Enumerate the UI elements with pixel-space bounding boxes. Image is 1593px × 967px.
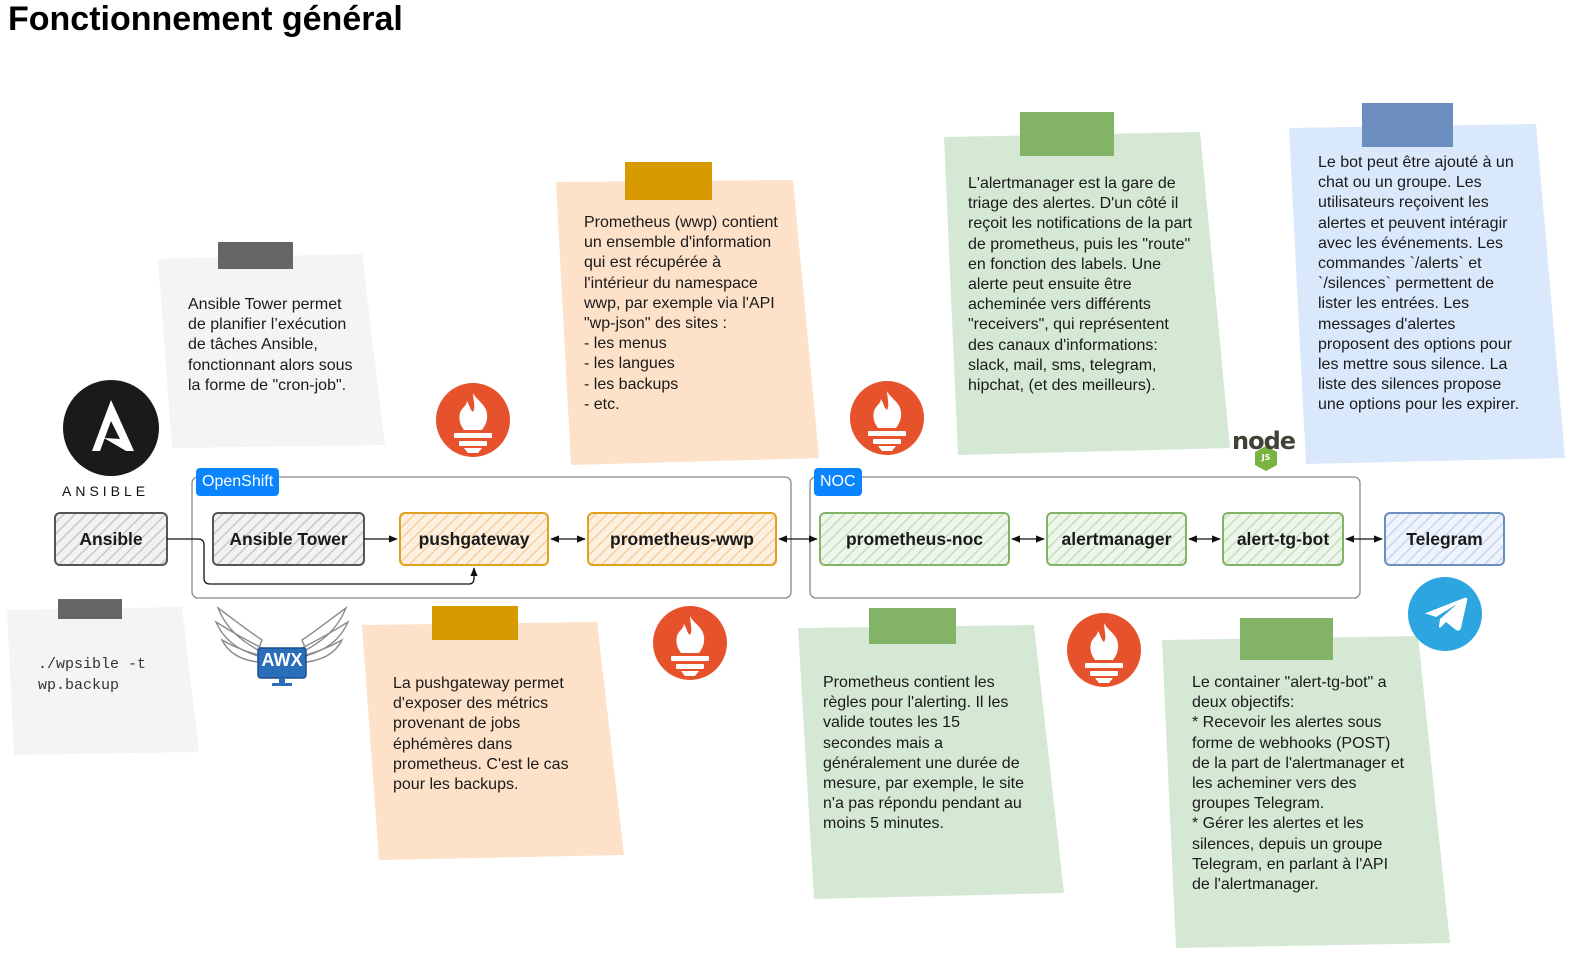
node-box-alert-tg-bot xyxy=(1222,512,1344,566)
node-alert-tg-bot[interactable]: alert-tg-bot xyxy=(1236,528,1330,549)
connectors xyxy=(167,535,1383,585)
ansible-logo-wordmark: ANSIBLE xyxy=(62,483,150,499)
node-ansible-tower[interactable]: Ansible Tower xyxy=(229,528,348,549)
node-alertmanager[interactable]: alertmanager xyxy=(1061,528,1172,549)
note-alert-tg-bot-text: Le container "alert-tg-bot" a deux objec… xyxy=(1192,674,1405,894)
node-telegram[interactable]: Telegram xyxy=(1406,528,1483,549)
awx-logo-text: AWX xyxy=(261,650,303,670)
edge-ansible-tower xyxy=(167,538,478,585)
sticky-note-ansible-tower xyxy=(158,242,385,448)
node-box-alertmanager xyxy=(1046,512,1187,566)
node-box-pushgateway xyxy=(399,512,549,566)
note-prometheus-noc-text: Prometheus contient les règles pour l'al… xyxy=(823,674,1024,833)
sticky-note-prometheus-noc xyxy=(798,608,1064,899)
note-alertmanager-text: L'alertmanager est la gare de triage des… xyxy=(968,175,1193,395)
group-label-noc: NOC xyxy=(814,468,862,496)
sticky-note-wpsible xyxy=(7,599,199,755)
prometheus-logo-icon xyxy=(850,381,924,455)
nodejs-logo-icon xyxy=(1255,446,1277,471)
prometheus-logo-icon xyxy=(653,606,727,680)
ansible-logo-icon xyxy=(63,380,159,476)
telegram-logo-icon xyxy=(1408,577,1482,651)
node-box-prometheus-wwp xyxy=(587,512,777,566)
page-title: Fonctionnement général xyxy=(8,0,403,38)
note-pushgateway-text: La pushgateway permet d'exposer des métr… xyxy=(393,675,569,794)
sticky-note-pushgateway xyxy=(362,606,624,860)
note-ansible-tower-text: Ansible Tower permet de planifier l’exéc… xyxy=(188,296,353,394)
node-prometheus-wwp[interactable]: prometheus-wwp xyxy=(610,528,754,549)
node-box-prometheus-noc xyxy=(819,512,1010,566)
sticky-note-prometheus-wwp xyxy=(556,162,819,465)
note-prometheus-wwp-text: Prometheus (wwp) contient un ensemble d'… xyxy=(584,214,778,413)
awx-logo-icon xyxy=(214,606,350,686)
prometheus-logo-icon xyxy=(436,383,510,457)
nodejs-logo-text: node xyxy=(1232,427,1296,455)
node-ansible[interactable]: Ansible xyxy=(79,528,143,549)
note-wpsible-command: ./wpsible -t wp.backup xyxy=(38,656,147,694)
prometheus-logo-icon xyxy=(1067,613,1141,687)
sticky-note-alert-tg-bot xyxy=(1162,618,1450,948)
nodejs-logo-js: JS xyxy=(1261,453,1271,462)
note-bot-text: Le bot peut être ajouté à un chat ou un … xyxy=(1318,154,1520,414)
group-label-openshift: OpenShift xyxy=(196,468,280,496)
node-prometheus-noc[interactable]: prometheus-noc xyxy=(845,528,984,549)
node-box-telegram xyxy=(1384,512,1505,566)
sticky-note-bot xyxy=(1289,103,1565,464)
node-pushgateway[interactable]: pushgateway xyxy=(418,528,530,549)
sticky-note-alertmanager xyxy=(944,112,1230,455)
